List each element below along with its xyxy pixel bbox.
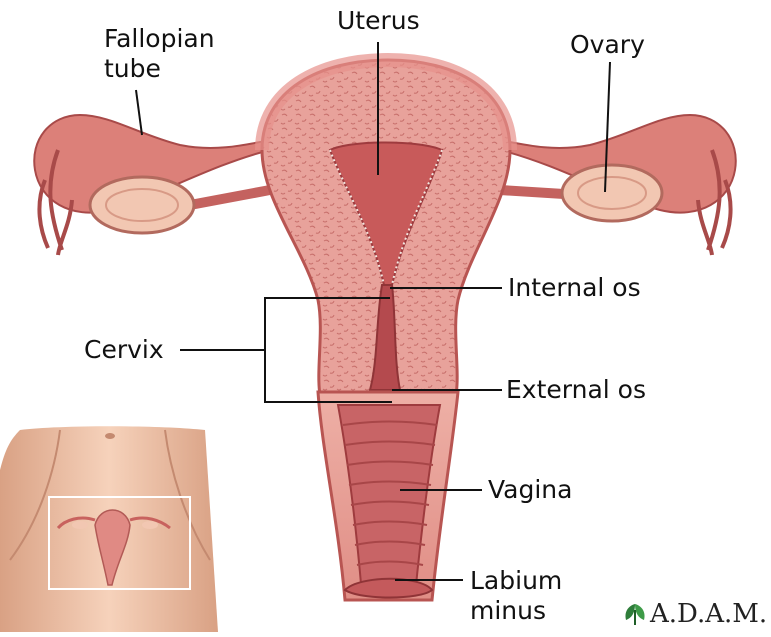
label-vagina: Vagina xyxy=(488,475,572,505)
label-uterus: Uterus xyxy=(337,6,420,36)
body-inset xyxy=(0,426,218,632)
logo-text: A.D.A.M. xyxy=(650,599,767,629)
ligament-left xyxy=(190,190,270,205)
label-ovary: Ovary xyxy=(570,30,645,60)
label-fallopian-tube: Fallopian tube xyxy=(104,24,215,83)
label-internal-os: Internal os xyxy=(508,273,641,303)
leaf-icon xyxy=(622,602,648,626)
label-labium-minus-line2: minus xyxy=(470,596,562,626)
label-cervix: Cervix xyxy=(84,335,164,365)
label-fallopian-tube-line1: Fallopian xyxy=(104,24,215,54)
label-external-os: External os xyxy=(506,375,646,405)
label-labium-minus: Labium minus xyxy=(470,566,562,625)
label-fallopian-tube-line2: tube xyxy=(104,54,215,84)
adam-logo: A.D.A.M. xyxy=(622,596,767,632)
label-labium-minus-line1: Labium xyxy=(470,566,562,596)
